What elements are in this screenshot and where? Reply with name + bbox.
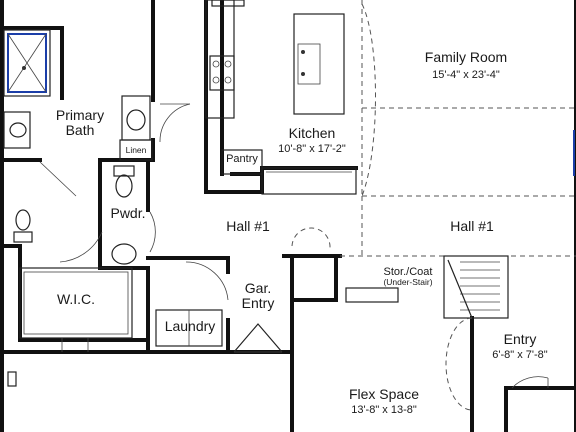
kitchen-dims: 10'-8" x 17'-2" — [278, 143, 346, 155]
toilet-left — [13, 209, 33, 243]
bath-sink-right — [121, 95, 151, 141]
hall-dashed — [291, 196, 576, 257]
kitchen-label: Kitchen — [289, 125, 336, 141]
kitchen-island — [293, 13, 345, 115]
pantry-label: Pantry — [226, 153, 258, 165]
family-room-label: Family Room — [425, 49, 507, 65]
bath-door — [159, 103, 191, 143]
storage-label-line2: (Under-Stair) — [383, 277, 432, 287]
storage-shelf — [345, 287, 399, 303]
kitchen-lower-counter — [261, 167, 357, 195]
powder-toilet — [113, 165, 135, 198]
wic-shelving — [19, 267, 133, 339]
linen-label: Linen — [126, 145, 147, 155]
powder-door — [149, 211, 156, 253]
primary-bath-label-line1: Primary — [56, 107, 104, 123]
flex-space-label: Flex Space — [349, 386, 419, 402]
powder-label: Pwdr. — [110, 205, 145, 221]
hall-right-label: Hall #1 — [450, 218, 494, 234]
hall-left-label: Hall #1 — [226, 218, 270, 234]
garage-outlet — [7, 371, 17, 387]
powder-sink — [111, 243, 137, 265]
garage-entry-label-line1: Gar. — [245, 280, 271, 296]
linen-closet — [119, 139, 153, 161]
garage-door — [233, 323, 283, 353]
family-room-dims: 15'-4" x 23'-4" — [432, 69, 500, 81]
entry-door — [445, 317, 549, 411]
wic-label: W.I.C. — [57, 291, 95, 307]
shower — [3, 29, 51, 97]
laundry-machines — [155, 309, 223, 347]
laundry-label: Laundry — [165, 318, 216, 334]
kitchen-counter — [205, 0, 245, 119]
hall-door-left — [39, 161, 103, 263]
laundry-door — [185, 261, 229, 301]
pantry-shelves — [221, 149, 263, 175]
family-room-outline — [361, 0, 576, 197]
storage-label-line1: Stor./Coat — [384, 266, 433, 278]
flex-space-dims: 13'-8" x 13-8" — [351, 404, 417, 416]
primary-bath-label-line2: Bath — [66, 122, 95, 138]
stairs — [443, 255, 509, 319]
entry-label: Entry — [504, 331, 537, 347]
wic-door — [61, 338, 89, 352]
entry-dims: 6'-8" x 7'-8" — [492, 349, 548, 361]
garage-entry-label-line2: Entry — [242, 295, 275, 311]
bath-sink-left — [3, 111, 31, 149]
